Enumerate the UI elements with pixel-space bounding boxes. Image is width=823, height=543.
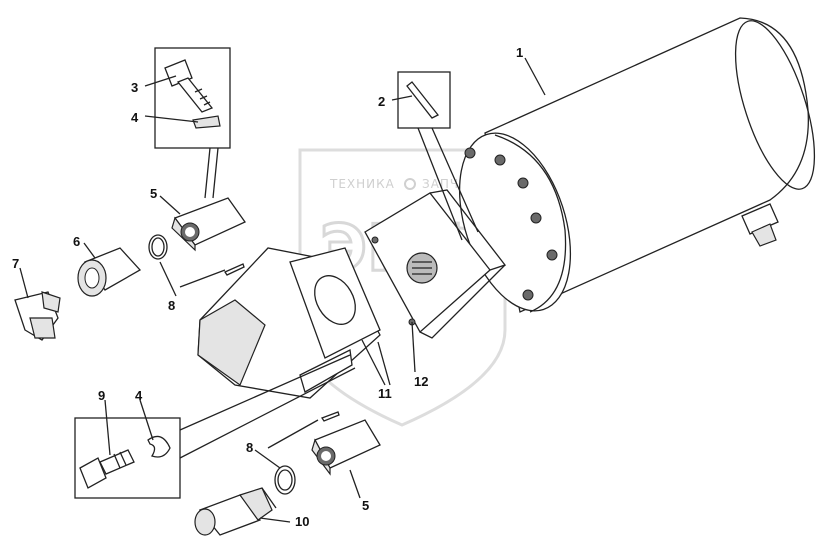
part-1-cylinder-body — [458, 17, 816, 313]
cylinder-bracket — [364, 189, 507, 339]
callout-8-mid: 8 — [168, 298, 175, 313]
part-10-nozzle-fitting — [194, 487, 277, 536]
callout-1: 1 — [516, 45, 523, 60]
callout-labels: 1 2 3 4 5 6 7 8 9 4 8 5 10 11 12 — [12, 45, 523, 529]
callout-4-bottom: 4 — [135, 388, 143, 403]
flange-bolts — [464, 147, 558, 301]
cylinder-fitting — [741, 203, 779, 247]
callout-4-top: 4 — [131, 110, 139, 125]
callout-5-bottom: 5 — [362, 498, 369, 513]
callout-12: 12 — [414, 374, 428, 389]
group-bolt-washer-top — [154, 47, 231, 199]
group-bolt-washer-bottom — [74, 354, 356, 499]
callout-8-bottom: 8 — [246, 440, 253, 455]
part-2-cotter-pin — [397, 71, 479, 241]
callout-3: 3 — [131, 80, 138, 95]
callout-2: 2 — [378, 94, 385, 109]
part-7-elbow-fitting — [14, 291, 61, 341]
callout-7: 7 — [12, 256, 19, 271]
part-6-bushing — [77, 247, 142, 297]
callout-9: 9 — [98, 388, 105, 403]
part-5-block-top — [171, 197, 246, 252]
callout-5-top: 5 — [150, 186, 157, 201]
leader-lines — [19, 57, 546, 523]
part-8-oring-bottom — [267, 411, 340, 495]
watermark-text-left: ТЕХНИКА — [329, 177, 395, 191]
rod-end-housing — [197, 247, 381, 399]
callout-10: 10 — [295, 514, 309, 529]
part-5-block-bottom — [311, 419, 381, 476]
part-8-oring-mid — [148, 234, 245, 288]
callout-6: 6 — [73, 234, 80, 249]
callout-11: 11 — [378, 386, 392, 401]
